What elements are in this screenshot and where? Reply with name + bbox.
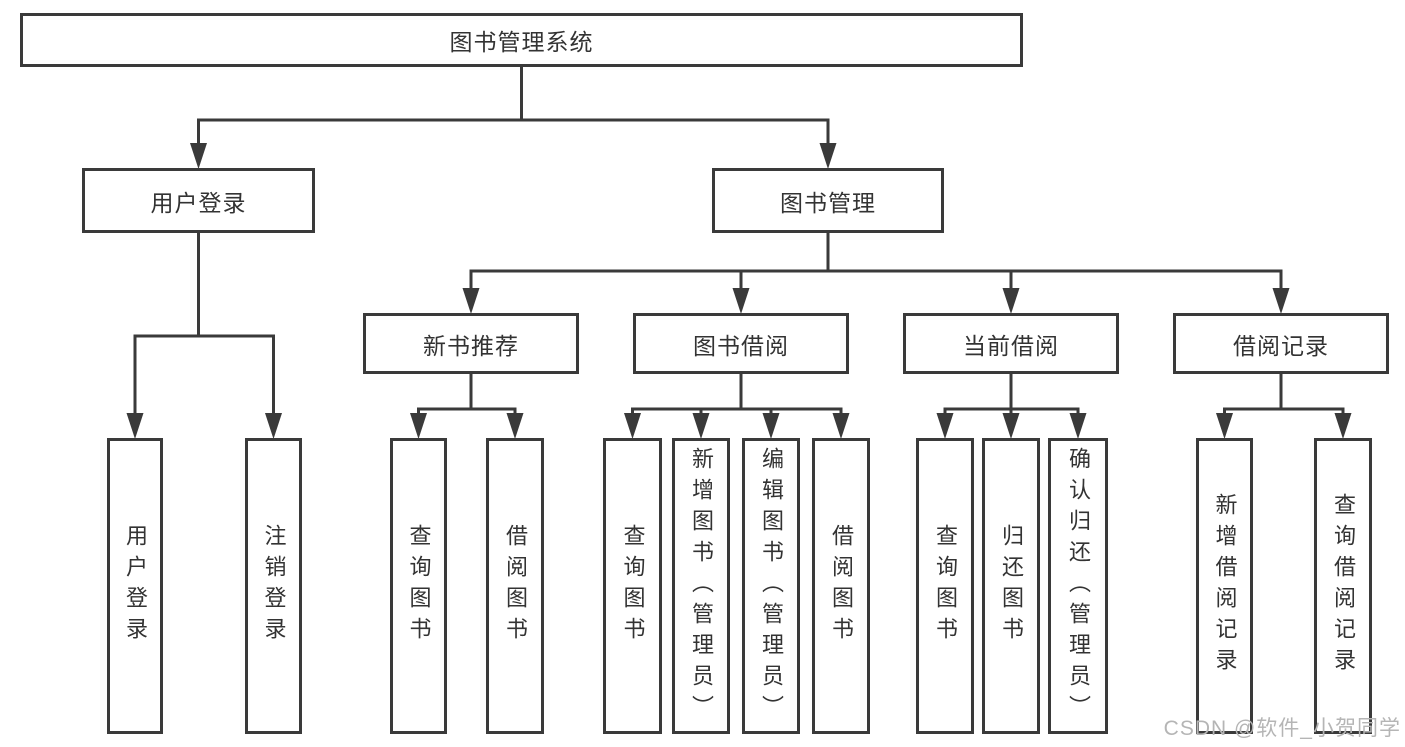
leaf-add-borrow-record: 新增借阅记录: [1196, 438, 1253, 734]
node-label: 查询图书: [620, 524, 646, 648]
node-label: 归还图书: [999, 524, 1024, 648]
node-label: 新增图书（管理员）: [689, 446, 714, 726]
node-label: 借阅图书: [829, 524, 854, 648]
node-current-borrow: 当前借阅: [903, 313, 1119, 374]
leaf-return-books: 归还图书: [982, 438, 1040, 734]
node-label: 查询图书: [933, 524, 958, 648]
leaf-query-borrow-record: 查询借阅记录: [1314, 438, 1372, 734]
node-user-login: 用户登录: [82, 168, 315, 233]
node-book-borrow: 图书借阅: [633, 313, 849, 374]
csdn-watermark: CSDN @软件_小贺同学: [1163, 717, 1401, 740]
leaf-user-login: 用户登录: [107, 438, 163, 734]
node-label: 图书管理系统: [449, 29, 594, 55]
node-book-management: 图书管理: [712, 168, 944, 233]
leaf-edit-books-admin: 编辑图书（管理员）: [742, 438, 800, 734]
leaf-add-books-admin: 新增图书（管理员）: [672, 438, 730, 734]
node-label: 图书借阅: [693, 332, 789, 359]
node-borrow-records: 借阅记录: [1173, 313, 1389, 374]
leaf-borrow-books: 借阅图书: [486, 438, 544, 734]
node-label: 用户登录: [123, 524, 148, 648]
node-label: 新增借阅记录: [1212, 493, 1238, 679]
node-label: 查询图书: [406, 524, 432, 648]
leaf-query-books: 查询图书: [390, 438, 447, 734]
node-label: 编辑图书（管理员）: [759, 446, 784, 726]
node-label: 注销登录: [261, 524, 287, 648]
leaf-borrow-books: 借阅图书: [812, 438, 870, 734]
node-new-book-recommend: 新书推荐: [363, 313, 579, 374]
node-label: 确认归还（管理员）: [1066, 446, 1091, 726]
node-label: 用户登录: [150, 189, 247, 216]
node-label: 借阅记录: [1233, 332, 1329, 359]
leaf-confirm-return-admin: 确认归还（管理员）: [1048, 438, 1108, 734]
node-label: 当前借阅: [963, 332, 1059, 359]
leaf-query-books: 查询图书: [916, 438, 974, 734]
leaf-query-books: 查询图书: [603, 438, 662, 734]
node-label: 查询借阅记录: [1331, 493, 1356, 679]
node-label: 图书管理: [780, 189, 876, 216]
leaf-logout: 注销登录: [245, 438, 302, 734]
node-library-management-system: 图书管理系统: [20, 13, 1023, 67]
node-label: 新书推荐: [423, 332, 519, 359]
node-label: 借阅图书: [503, 524, 528, 648]
